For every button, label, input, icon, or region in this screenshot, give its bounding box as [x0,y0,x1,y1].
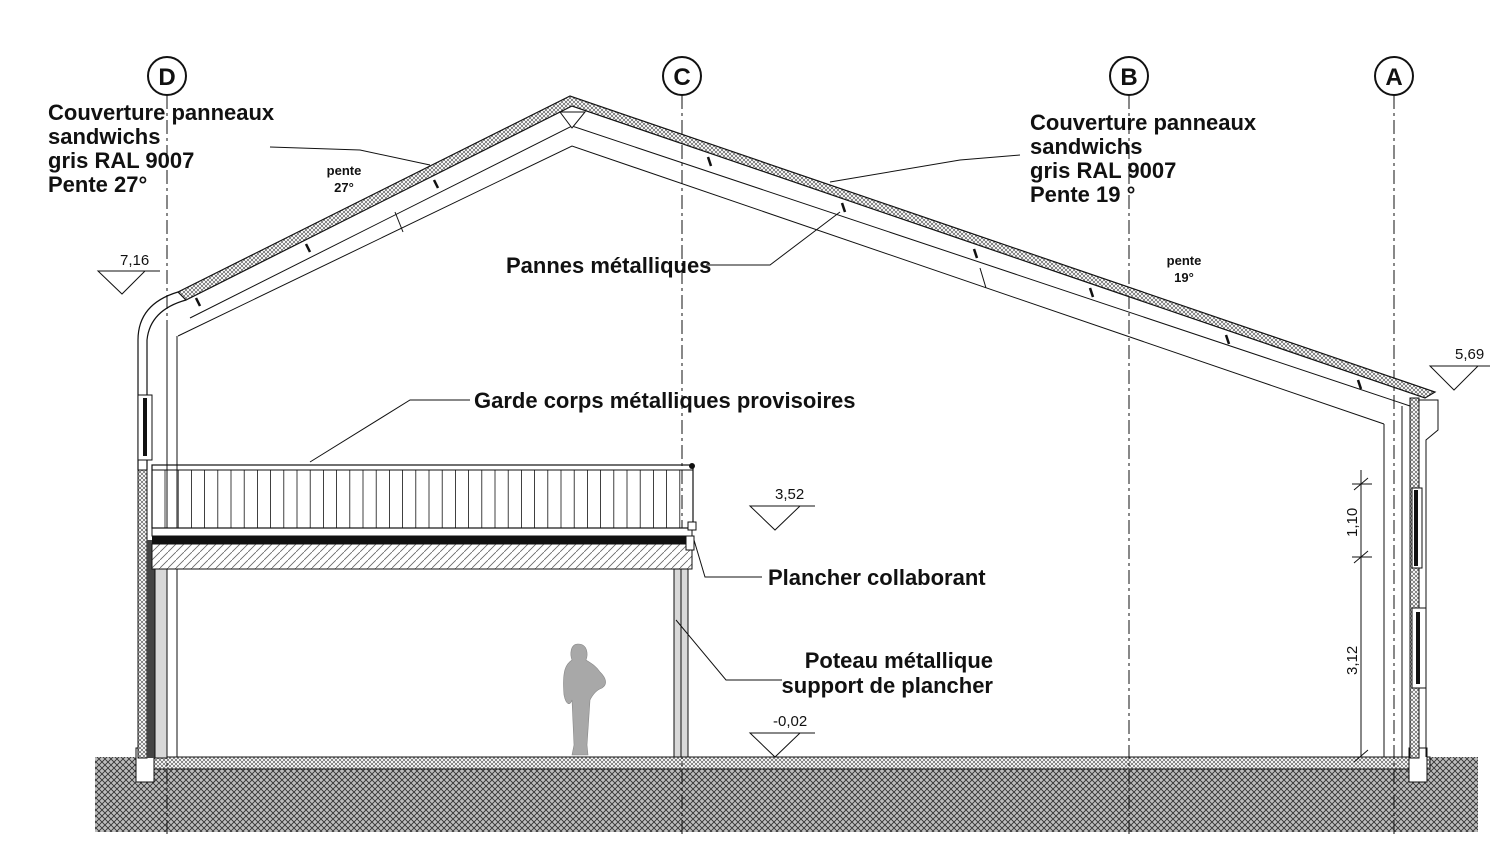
roof-left-line-3: gris RAL 9007 [48,148,194,173]
roof-right-line-4: Pente 19 ° [1030,182,1135,207]
axis-bubble-c: C [662,56,702,96]
axis-letter-c: C [673,64,690,91]
roof-left-line-1: Couverture panneaux [48,100,275,125]
axis-letter-a: A [1385,64,1402,91]
roof-right-line-2: sandwichs [1030,134,1142,159]
level-marker-7-16: 7,16 [96,252,160,295]
roof-structure [177,111,1411,425]
label-roof-right: Couverture panneaux sandwichs gris RAL 9… [1030,110,1257,207]
roof-right-line-1: Couverture panneaux [1030,110,1257,135]
axis-letter-d: D [158,64,175,91]
level-5-69-text: 5,69 [1455,346,1484,363]
label-pente-right: pente 19° [1167,253,1202,285]
mezzanine-slab [151,527,693,570]
level-marker-3-52: 3,52 [748,486,815,531]
label-poteau: Poteau métallique support de plancher [782,648,994,698]
dimension-1-10: 1,10 [1344,508,1361,537]
level-marker-ground: -0,02 [748,713,815,758]
steel-post [673,535,695,758]
right-wall [1383,397,1439,759]
pente-right-word: pente [1167,253,1202,268]
level-7-16-text: 7,16 [120,252,149,269]
leader-lines [269,146,1021,681]
level-marker-5-69: 5,69 [1428,346,1490,391]
level-ground-text: -0,02 [773,713,807,730]
pente-left-word: pente [327,163,362,178]
ground [95,747,1478,832]
dimension-chain: 1,10 3,12 [1344,470,1372,763]
axis-letter-b: B [1120,64,1137,91]
pente-left-angle: 27° [334,180,354,195]
poteau-line-1: Poteau métallique [805,648,993,673]
dimension-3-12: 3,12 [1344,646,1361,675]
label-plancher: Plancher collaborant [768,565,986,590]
roof-left-line-4: Pente 27° [48,172,147,197]
label-pannes: Pannes métalliques [506,253,711,278]
purlins [194,156,1363,390]
axis-bubble-b: B [1109,56,1149,96]
roof-cladding [137,95,1437,470]
level-3-52-text: 3,52 [775,486,804,503]
label-roof-left: Couverture panneaux sandwichs gris RAL 9… [48,100,275,197]
roof-right-line-3: gris RAL 9007 [1030,158,1176,183]
person-silhouette [563,643,606,756]
poteau-line-2: support de plancher [782,673,994,698]
axis-bubble-a: A [1374,56,1414,96]
roof-left-line-2: sandwichs [48,124,160,149]
guardrail [151,463,697,531]
label-garde-corps: Garde corps métalliques provisoires [474,388,855,413]
pente-right-angle: 19° [1174,270,1194,285]
axis-bubble-d: D [147,56,187,96]
label-pente-left: pente 27° [327,163,362,195]
